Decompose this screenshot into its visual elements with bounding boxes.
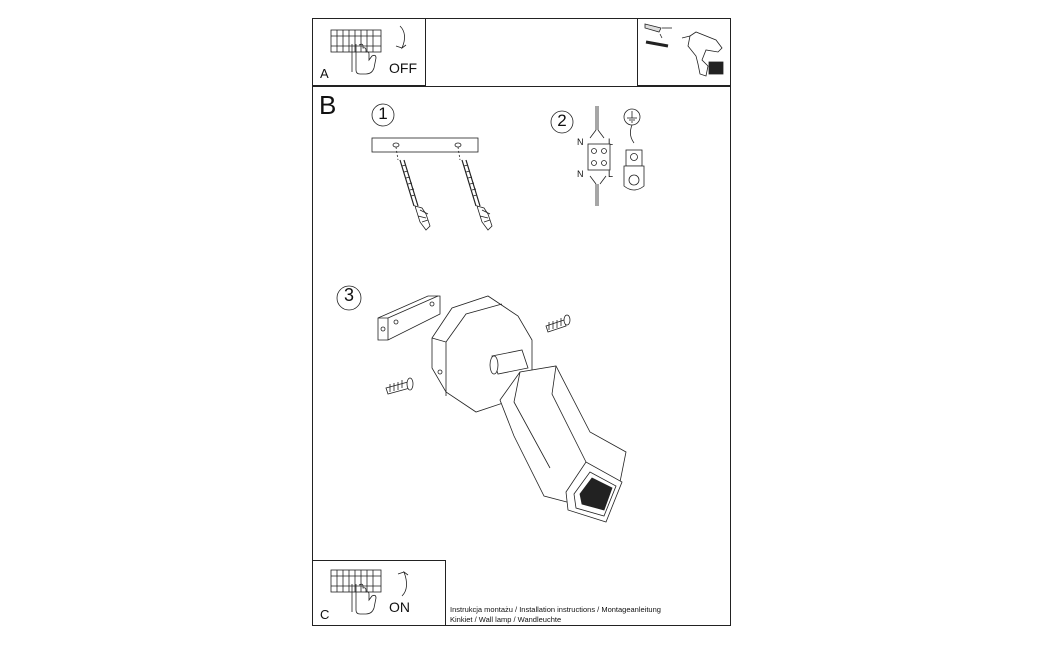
breaker-box-off-icon [330,25,407,75]
step-2-number: 2 [557,111,567,130]
wire-l-bottom: L [608,169,614,179]
panel-a-power-off [312,18,426,86]
screw-right-icon [545,314,571,333]
screw-left-icon [385,377,414,395]
wall-anchor-icon [644,23,672,48]
wire-n-top: N [577,137,584,147]
wire-l-top: L [608,137,614,147]
breaker-box-on-icon [330,569,409,615]
footer-product-name: Kinkiet / Wall lamp / Wandleuchte [450,615,562,624]
step-3-number: 3 [343,285,354,305]
panel-c-on-label: ON [389,599,410,615]
terminal-block-icon [587,106,611,206]
footer-instructions-title: Instrukcja montażu / Installation instru… [450,605,661,614]
wall-bracket-icon [377,295,441,341]
step-1-circle [371,103,395,127]
step-1-number: 1 [378,104,388,123]
spotlight-cylinder-icon [499,365,627,523]
panel-a-off-label: OFF [389,60,417,76]
step-3-circle [336,285,362,311]
screw-anchor-left-icon [399,159,431,231]
panel-c-power-on [312,560,446,626]
tools-panel [637,18,731,86]
instruction-sheet [312,18,731,626]
panel-a-letter: A [320,66,329,81]
step-2-circle [550,110,574,134]
wire-n-bottom: N [577,169,584,179]
drill-icon [681,31,724,77]
panel-b-letter: B [319,90,337,120]
spotlight-arm-icon [489,349,529,375]
panel-c-letter: C [320,607,330,622]
screw-anchor-right-icon [461,159,493,231]
ground-symbol-icon [623,108,645,191]
divider-top [312,86,731,87]
mounting-plate-icon [371,137,479,161]
